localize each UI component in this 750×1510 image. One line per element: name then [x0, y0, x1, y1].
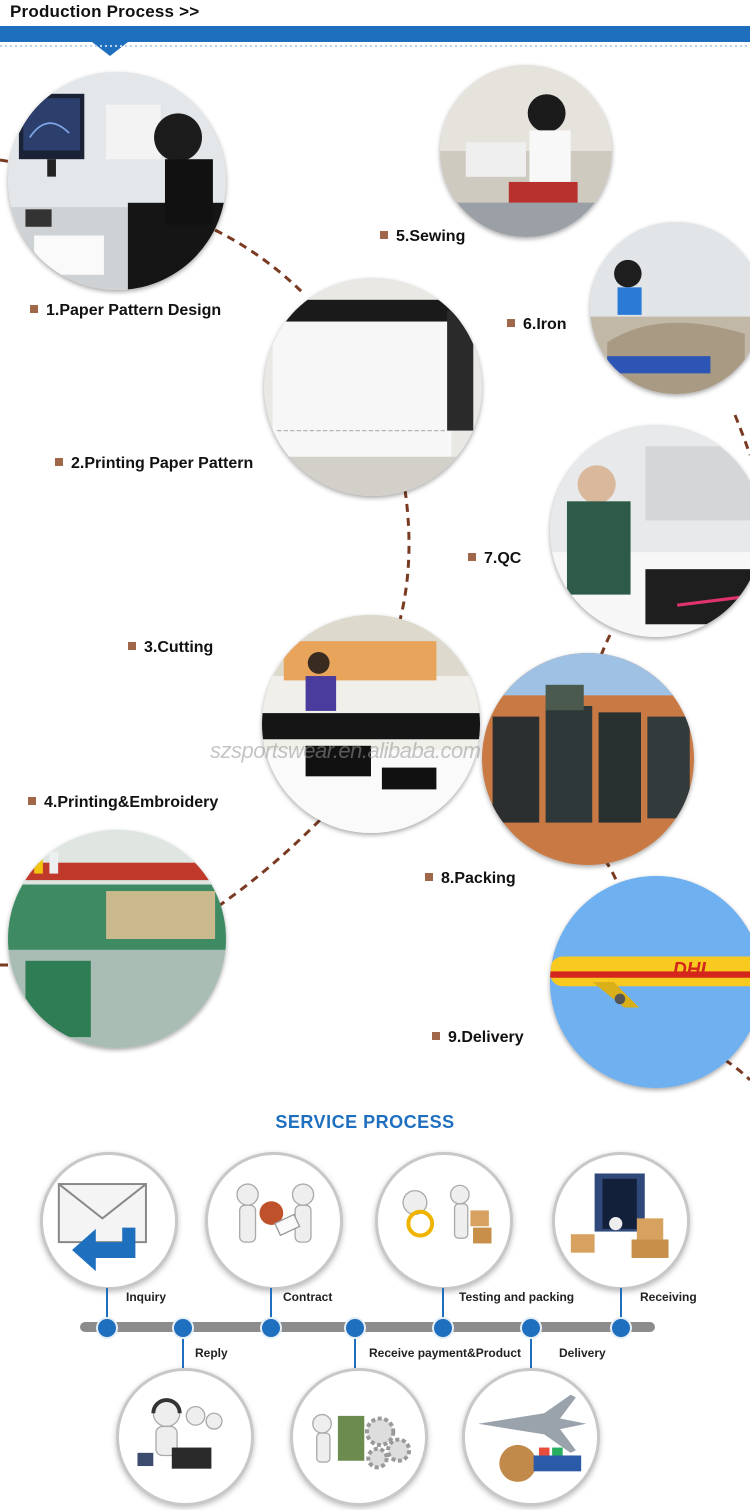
section-title-service: SERVICE PROCESS	[275, 1112, 455, 1132]
step-label-pattern-design: 1.Paper Pattern Design	[30, 302, 221, 320]
step-label-sewing: 5.Sewing	[380, 228, 465, 246]
step-text: 5.Sewing	[396, 228, 466, 245]
money-gears-icon	[290, 1368, 428, 1506]
timeline-dot	[344, 1317, 366, 1339]
cutting-photo	[262, 615, 480, 833]
bullet-icon	[468, 553, 476, 561]
plotter-photo	[264, 278, 482, 496]
service-label-reply: Reply	[195, 1346, 228, 1360]
bullet-icon	[507, 319, 515, 327]
step-text: 4.Printing&Embroidery	[44, 794, 219, 811]
connector-line	[442, 1288, 444, 1328]
connector-line	[530, 1330, 532, 1368]
bullet-icon	[432, 1032, 440, 1040]
handshake-icon	[205, 1152, 343, 1290]
connector-line	[620, 1288, 622, 1328]
step-text: 6.Iron	[523, 316, 567, 333]
service-label-receive-payment: Receive payment&Product	[369, 1346, 522, 1360]
connector-line	[106, 1288, 108, 1328]
service-label-testing-packing: Testing and packing	[459, 1290, 575, 1304]
bullet-icon	[380, 231, 388, 239]
step-label-qc: 7.QC	[468, 550, 521, 568]
magnifier-boxes-icon	[375, 1152, 513, 1290]
bullet-icon	[425, 873, 433, 881]
bullet-icon	[28, 797, 36, 805]
step-text: 8.Packing	[441, 870, 516, 887]
step-label-packing: 8.Packing	[425, 870, 516, 888]
airplane-photo: DHL	[550, 876, 750, 1088]
header-divider	[0, 45, 750, 47]
timeline-dot	[610, 1317, 632, 1339]
service-label-receiving: Receiving	[640, 1290, 697, 1304]
envelope-icon	[40, 1152, 178, 1290]
connector-line	[270, 1288, 272, 1328]
quality-check-photo	[550, 425, 750, 637]
step-label-cutting: 3.Cutting	[128, 639, 213, 657]
service-label-delivery: Delivery	[559, 1346, 606, 1360]
step-text: 2.Printing Paper Pattern	[71, 455, 254, 472]
step-text: 7.QC	[484, 550, 522, 567]
embroidery-machine-photo	[8, 830, 226, 1048]
bullet-icon	[55, 458, 63, 466]
step-label-printing-embroidery: 4.Printing&Embroidery	[28, 794, 218, 812]
timeline-bar	[80, 1322, 655, 1332]
section-title-production: Production Process >>	[10, 2, 200, 21]
timeline-dot	[520, 1317, 542, 1339]
connector-line	[354, 1330, 356, 1368]
pattern-design-photo	[8, 72, 226, 290]
connector-line	[182, 1330, 184, 1368]
step-label-iron: 6.Iron	[507, 316, 567, 334]
step-text: 1.Paper Pattern Design	[46, 302, 222, 319]
bullet-icon	[30, 305, 38, 313]
header-bar	[0, 26, 750, 42]
ironing-photo	[590, 222, 750, 394]
step-label-printing-pattern: 2.Printing Paper Pattern	[55, 455, 253, 473]
step-text: 3.Cutting	[144, 639, 214, 656]
timeline-dot	[260, 1317, 282, 1339]
packing-photo	[482, 653, 694, 865]
timeline-dot	[432, 1317, 454, 1339]
service-label-inquiry: Inquiry	[126, 1290, 167, 1304]
timeline-dot	[96, 1317, 118, 1339]
service-label-contract: Contract	[283, 1290, 333, 1304]
container-boxes-icon	[552, 1152, 690, 1290]
headset-operators-icon	[116, 1368, 254, 1506]
timeline-dot	[172, 1317, 194, 1339]
bullet-icon	[128, 642, 136, 650]
watermark: szsportswear.en.alibaba.com	[210, 738, 481, 763]
step-label-delivery: 9.Delivery	[432, 1029, 524, 1047]
plane-globe-ship-icon	[462, 1368, 600, 1506]
step-text: 9.Delivery	[448, 1029, 524, 1046]
svg-text:DHL: DHL	[673, 960, 712, 981]
sewing-photo	[440, 65, 612, 237]
